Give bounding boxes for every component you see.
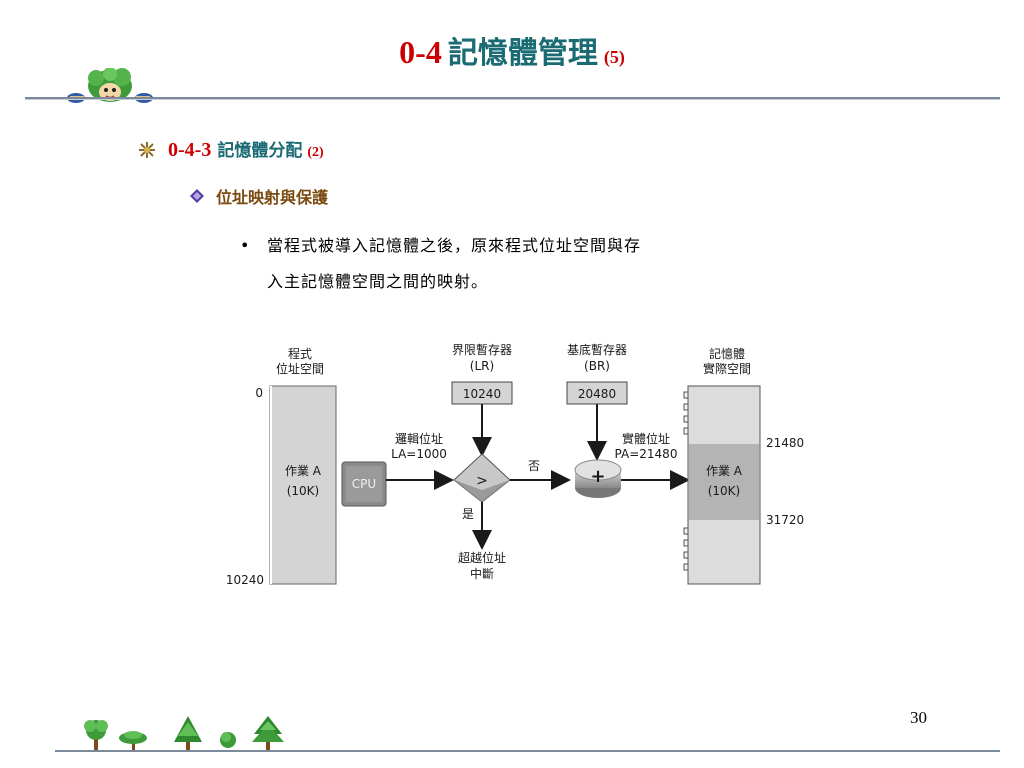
bullet-line-2: 入主記憶體空間之間的映射。: [267, 272, 489, 291]
star-bullet-icon: [139, 142, 155, 158]
limit-register-value: 10240: [463, 387, 501, 401]
cpu-label: CPU: [352, 477, 376, 491]
memory-label-1: 記憶體: [709, 346, 745, 361]
trees-decoration: [84, 716, 284, 750]
compare-symbol: >: [476, 473, 488, 489]
title-part: (5): [603, 47, 625, 67]
program-start-label: 0: [255, 386, 263, 400]
title-text: 記憶體管理: [447, 36, 598, 71]
memory-job-a-label: 作業 A: [706, 464, 743, 478]
no-label: 否: [528, 459, 540, 473]
bullet-line-1: 當程式被導入記憶體之後，原來程式位址空間與存: [267, 236, 642, 255]
section-number: 0-4-3: [168, 139, 212, 161]
program-space-label-2: 位址空間: [276, 361, 324, 376]
logical-address-label: 邏輯位址: [395, 431, 443, 446]
job-a-label: 作業 A: [285, 464, 322, 478]
physical-address-value: PA=21480: [615, 447, 678, 461]
memory-job-a-size: (10K): [708, 484, 741, 498]
yes-label: 是: [462, 507, 474, 521]
memory-job-a-region: [689, 444, 759, 520]
bullet-paragraph: • 當程式被導入記憶體之後，原來程式位址空間與存 入主記憶體空間之間的映射。: [240, 228, 840, 300]
overflow-label-2: 中斷: [470, 566, 494, 581]
address-mapping-diagram: 程式 位址空間 0 10240 作業 A (10K) CPU 界限暫存器 (LR…: [226, 342, 804, 587]
section-part: (2): [307, 145, 324, 160]
program-space-label-1: 程式: [288, 346, 312, 361]
program-space-box: [269, 385, 337, 585]
base-register-value: 20480: [578, 387, 616, 401]
add-symbol: +: [590, 466, 605, 487]
footer-divider: [55, 750, 1000, 752]
base-register-label-1: 基底暫存器: [567, 342, 627, 357]
overflow-label-1: 超越位址: [458, 550, 506, 565]
logical-address-value: LA=1000: [391, 447, 447, 461]
adder-disc: [574, 459, 622, 481]
limit-register-label-1: 界限暫存器: [452, 342, 512, 357]
tree-character-icon: [67, 68, 153, 103]
subsection-heading: 位址映射與保護: [190, 184, 328, 208]
title-number: 0-4: [399, 34, 442, 70]
title-divider: [25, 97, 1000, 100]
limit-register-label-2: (LR): [470, 359, 494, 373]
base-register-label-2: (BR): [584, 359, 610, 373]
bullet-symbol: •: [240, 236, 250, 255]
section-text: 記憶體分配: [217, 141, 303, 161]
program-end-label: 10240: [226, 573, 264, 587]
memory-label-2: 實際空間: [703, 361, 751, 376]
subsection-text: 位址映射與保護: [216, 188, 329, 207]
job-a-size: (10K): [287, 484, 320, 498]
memory-end-label: 31720: [766, 513, 804, 527]
page-number: 30: [910, 708, 927, 727]
memory-start-label: 21480: [766, 436, 804, 450]
diamond-bullet-icon: [190, 189, 204, 203]
section-heading: 0-4-3 記憶體分配 (2): [138, 136, 324, 162]
physical-address-label: 實體位址: [622, 431, 670, 446]
